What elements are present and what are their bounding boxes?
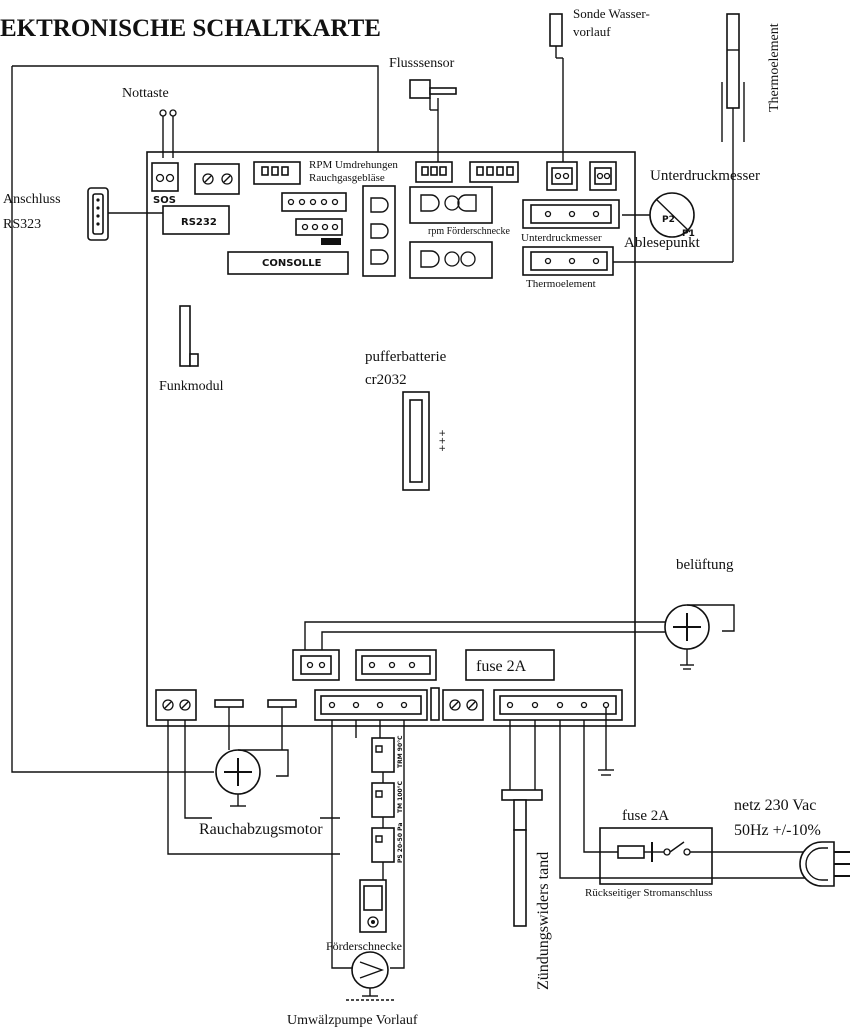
small-jumper [430, 687, 440, 721]
pressure-connector [522, 199, 620, 229]
label-netz-1: netz 230 Vac [734, 797, 816, 814]
ground-icon [598, 708, 614, 776]
connector-row-a [281, 192, 347, 212]
label-rpm-foerder: rpm Förderschnecke [428, 226, 510, 237]
rpm-foerder-connector-2 [409, 241, 493, 279]
label-nottaste: Nottaste [122, 86, 169, 101]
pressure-gauge-icon: P2 P1 [622, 192, 695, 239]
connector-power [493, 689, 623, 721]
probe-connector [546, 161, 578, 191]
flow-sensor-icon [409, 79, 457, 162]
label-sos: SOS [153, 195, 176, 206]
flow-sensor-connector [415, 161, 453, 183]
diagram-title: EKTRONISCHE SCHALTKARTE [0, 15, 381, 42]
label-rs232: RS232 [181, 217, 217, 228]
rpm-foerder-connector-1 [409, 186, 493, 224]
label-relay-1: TRM 90°C [397, 735, 404, 768]
fuse-clip-1 [214, 699, 244, 708]
label-relay-3: PS 20-50 Pa [397, 823, 404, 863]
battery-holder-icon [402, 391, 430, 491]
label-rauchgasgeblaese: Rauchgasgebläse [309, 172, 385, 184]
label-umwaelzpumpe: Umwälzpumpe Vorlauf [287, 1013, 418, 1028]
label-consolle: CONSOLLE [262, 258, 322, 269]
vertical-connector [362, 185, 396, 277]
label-rauchabzugsmotor: Rauchabzugsmotor [199, 821, 323, 838]
connector-right-top [469, 161, 519, 183]
radio-module-icon [179, 305, 199, 367]
rpm-connector [253, 161, 301, 185]
small-connector-right [589, 161, 617, 191]
label-unterdruckmesser-top: Unterdruckmesser [650, 168, 760, 184]
label-pufferbatterie: pufferbatterie [365, 349, 447, 365]
label-belueftung: belüftung [676, 557, 734, 573]
label-sonde-2: vorlauf [573, 24, 611, 39]
label-relay-2: TM 100°C [397, 780, 404, 813]
auger-motor-icon [359, 879, 387, 933]
label-unterdruckmesser-small: Unterdruckmesser [521, 232, 602, 244]
label-anschluss: Anschluss [3, 192, 61, 207]
label-fuse-board: fuse 2A [476, 658, 527, 675]
thermocouple-icon [605, 13, 745, 263]
db9-connector-icon [87, 187, 109, 241]
svg-text:P1: P1 [682, 229, 695, 239]
label-rueckseitiger: Rückseitiger Stromanschluss [585, 887, 712, 899]
exhaust-fan-icon [215, 749, 289, 807]
relay-stack [371, 737, 395, 863]
power-plug-icon [799, 841, 850, 887]
fuse-switch-icon [600, 841, 712, 862]
label-foerderschnecke: Förderschnecke [326, 939, 402, 953]
connector-5pin [314, 689, 428, 721]
label-sonde-1: Sonde Wasser- [573, 6, 650, 21]
sos-connector [151, 162, 179, 192]
label-flusssensor: Flusssensor [389, 56, 455, 71]
label-plus: +++ [438, 429, 448, 452]
fuse-clip-2 [267, 699, 297, 708]
screw-terminal-bottom-left [155, 689, 197, 721]
water-probe-icon [549, 13, 564, 162]
connector-row-b [295, 218, 343, 245]
consolle-connector [227, 251, 349, 275]
fan-icon [664, 604, 735, 670]
circulation-pump-icon [346, 951, 396, 1001]
label-zuendungswiderstand: Zündungswiders tand [535, 852, 552, 990]
fuse-board-box [465, 649, 555, 681]
label-cr2032: cr2032 [365, 372, 407, 388]
svg-text:P2: P2 [662, 215, 675, 225]
thermo-connector [522, 246, 614, 276]
fan-connector [292, 649, 340, 681]
switch-box [599, 827, 713, 885]
label-thermoelement-vertical: Thermoelement [767, 23, 782, 112]
label-thermoelement-small: Thermoelement [526, 278, 596, 290]
screw-terminal-top [194, 163, 240, 195]
connector-4pin-mid [355, 649, 437, 681]
label-ablesepunkt: Ablesepunkt [624, 235, 701, 251]
igniter-icon [501, 789, 543, 927]
label-fuse-ext: fuse 2A [622, 808, 669, 824]
rs232-connector [162, 205, 230, 235]
label-rpm: RPM Umdrehungen [309, 159, 398, 171]
screw-terminal-bottom-mid [442, 689, 484, 721]
label-netz-2: 50Hz +/-10% [734, 822, 821, 839]
label-funkmodul: Funkmodul [159, 379, 224, 394]
label-rs323: RS323 [3, 217, 41, 232]
emergency-button-icon [159, 109, 177, 158]
